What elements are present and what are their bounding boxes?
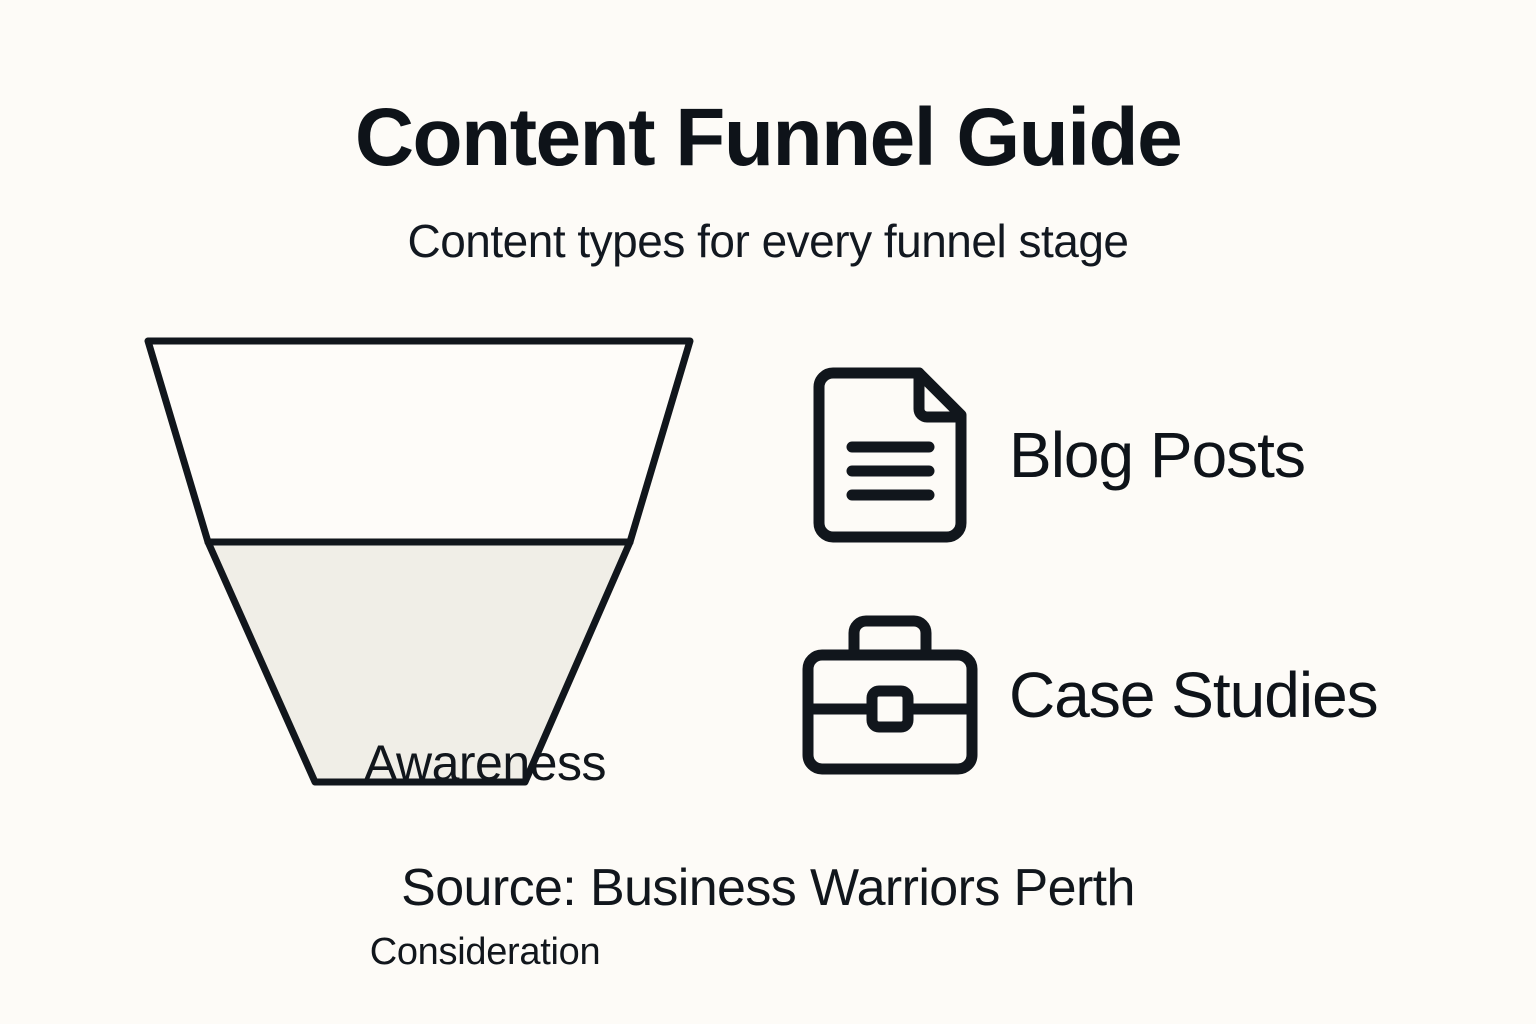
funnel-label-awareness: Awareness — [364, 735, 606, 791]
document-icon — [795, 360, 985, 550]
source-attribution: Source: Business Warriors Perth — [401, 859, 1135, 917]
briefcase-icon — [795, 600, 985, 790]
content-type-item-blog-posts[interactable]: Blog Posts — [795, 355, 1495, 555]
content-type-list: Blog Posts Case Studies — [795, 355, 1495, 795]
funnel-shape — [144, 337, 694, 786]
funnel-segment-awareness[interactable] — [144, 337, 694, 546]
funnel-label-consideration: Consideration — [369, 931, 601, 973]
page-title: Content Funnel Guide — [354, 92, 1183, 183]
page-subtitle: Content types for every funnel stage — [407, 215, 1130, 267]
content-type-label: Blog Posts — [1009, 419, 1306, 491]
content-type-label: Case Studies — [1009, 659, 1379, 731]
content-type-item-case-studies[interactable]: Case Studies — [795, 595, 1495, 795]
funnel-diagram: Awareness Consideration — [130, 325, 720, 971]
